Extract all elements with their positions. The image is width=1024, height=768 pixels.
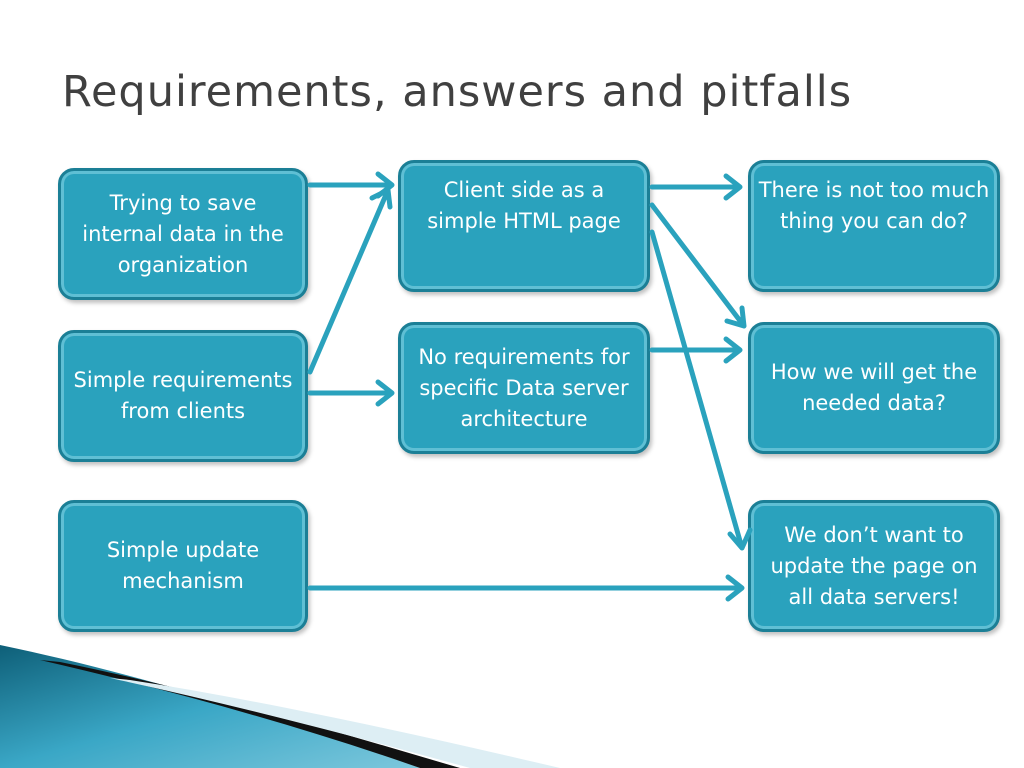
box-req-save-internal-label: Trying to save internal data in the orga…: [82, 190, 284, 277]
box-pit-not-much: There is not too much thing you can do?: [748, 160, 1000, 292]
arrow-clients-to-client: [307, 187, 393, 375]
slide-title: Requirements, answers and pitfalls: [62, 67, 853, 117]
box-req-simple-clients: Simple requirements from clients: [58, 330, 308, 462]
arrow-clients-to-noarch: [307, 379, 395, 407]
box-pit-get-data: How we will get the needed data?: [748, 322, 1000, 454]
arrow-update-to-updateall: [307, 574, 745, 602]
box-pit-get-data-label: How we will get the needed data?: [770, 360, 978, 415]
arrow-client-to-notmuch: [649, 173, 743, 201]
box-req-save-internal: Trying to save internal data in the orga…: [58, 168, 308, 300]
box-ans-client-html: Client side as a simple HTML page: [398, 160, 650, 292]
box-ans-no-arch-label: No requirements for specific Data server…: [418, 344, 630, 431]
box-req-update-label: Simple update mechanism: [106, 538, 260, 593]
arrow-noarch-to-getdata: [649, 336, 743, 364]
box-pit-update-all: We don’t want to update the page on all …: [748, 500, 1000, 632]
box-pit-not-much-label: There is not too much thing you can do?: [758, 178, 990, 233]
box-req-simple-clients-label: Simple requirements from clients: [73, 368, 293, 423]
arrow-client-to-getdata: [649, 202, 747, 329]
arrow-client-to-updateall: [649, 229, 753, 551]
box-ans-no-arch: No requirements for specific Data server…: [398, 322, 650, 454]
box-req-update: Simple update mechanism: [58, 500, 308, 632]
box-ans-client-html-label: Client side as a simple HTML page: [427, 178, 621, 233]
box-pit-update-all-label: We don’t want to update the page on all …: [770, 522, 978, 609]
